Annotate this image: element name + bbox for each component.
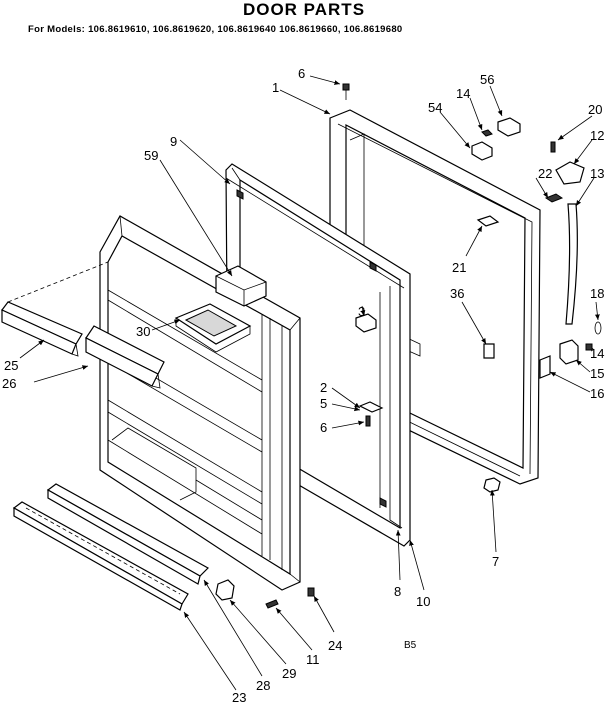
callout-3: 3 xyxy=(358,304,365,319)
callout-labels: 1 6 56 14 54 20 12 9 59 22 13 21 3 36 18… xyxy=(2,66,604,704)
callout-11: 11 xyxy=(306,652,320,667)
callout-54: 54 xyxy=(428,100,442,115)
page-code: B5 xyxy=(404,640,417,651)
callout-10: 10 xyxy=(416,594,430,609)
callout-30: 30 xyxy=(136,324,150,339)
door-liner-shelves xyxy=(99,215,301,591)
bottom-shelf-23 xyxy=(12,501,189,611)
callout-9: 9 xyxy=(170,134,177,149)
small-hardware xyxy=(215,83,602,609)
callout-26: 26 xyxy=(2,376,16,391)
shelf-rail-26 xyxy=(85,325,165,389)
shelf-rail-25 xyxy=(1,261,109,357)
callout-59: 59 xyxy=(144,148,158,163)
callout-14-lower: 14 xyxy=(590,346,604,361)
callout-6-top: 6 xyxy=(298,66,305,81)
callout-28: 28 xyxy=(256,678,270,693)
callout-20: 20 xyxy=(588,102,602,117)
page-title: DOOR PARTS xyxy=(242,0,366,19)
callout-21: 21 xyxy=(452,260,466,275)
callout-23: 23 xyxy=(232,690,246,704)
callout-15: 15 xyxy=(590,366,604,381)
callout-13: 13 xyxy=(590,166,604,181)
callout-24: 24 xyxy=(328,638,342,653)
callout-1: 1 xyxy=(272,80,279,95)
bottom-shelf-28 xyxy=(46,483,209,585)
callout-6-lower: 6 xyxy=(320,420,327,435)
callout-16: 16 xyxy=(590,386,604,401)
callout-12: 12 xyxy=(590,128,604,143)
callout-5: 5 xyxy=(320,396,327,411)
callout-56: 56 xyxy=(480,72,494,87)
callout-2: 2 xyxy=(320,380,327,395)
callout-8: 8 xyxy=(394,584,401,599)
callout-14-top: 14 xyxy=(456,86,470,101)
leader-lines xyxy=(19,75,600,691)
models-line: For Models: 106.8619610, 106.8619620, 10… xyxy=(28,24,403,35)
callout-22: 22 xyxy=(538,166,552,181)
callout-18: 18 xyxy=(590,286,604,301)
callout-7: 7 xyxy=(492,554,499,569)
callout-36: 36 xyxy=(450,286,464,301)
callout-29: 29 xyxy=(282,666,296,681)
callout-25: 25 xyxy=(4,358,18,373)
